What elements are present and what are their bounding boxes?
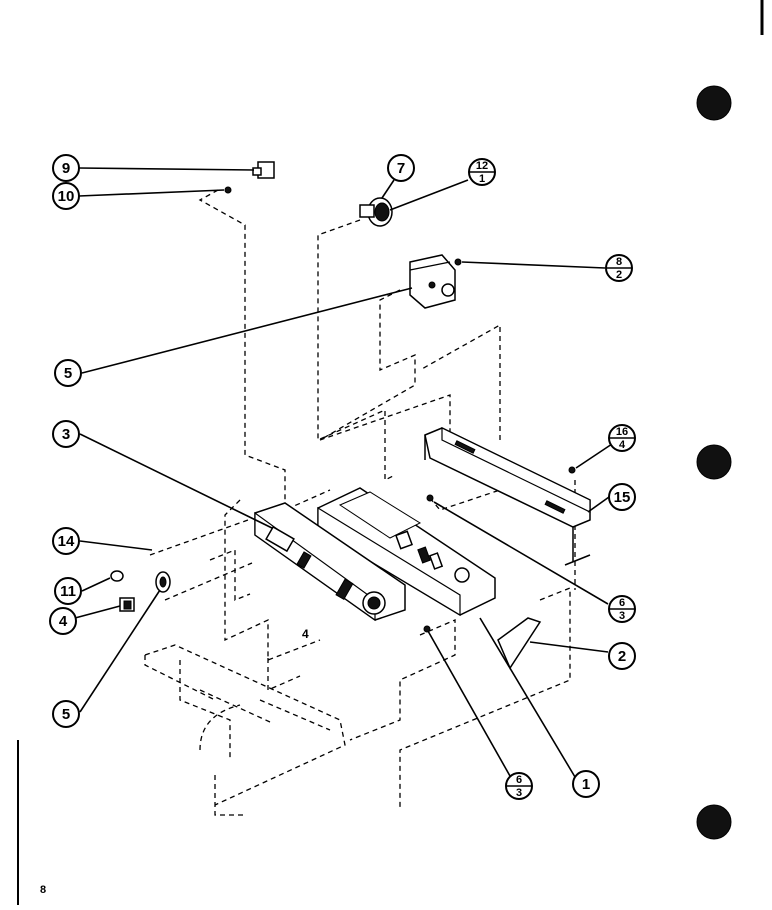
svg-text:3: 3 (62, 426, 70, 443)
callout-5: 5 (52, 700, 80, 728)
svg-text:2: 2 (618, 648, 626, 665)
svg-text:5: 5 (64, 365, 72, 382)
callout-6-3-bottom: 6 3 (505, 772, 533, 800)
svg-text:12: 12 (476, 160, 488, 172)
svg-text:8: 8 (616, 256, 622, 268)
svg-text:5: 5 (62, 706, 70, 723)
part-6-screw-lower (423, 625, 431, 633)
part-11-screw (224, 186, 232, 194)
callout-4: 4 (49, 607, 77, 635)
svg-text:3: 3 (516, 787, 522, 799)
callout-13: 11 (54, 577, 82, 605)
part-8-screw (454, 258, 462, 266)
svg-text:6: 6 (619, 597, 625, 609)
callout-10: 9 (52, 154, 80, 182)
part-16-screw (568, 466, 576, 474)
cabinet-base (144, 644, 346, 816)
part-7-timer-motor (409, 254, 456, 309)
svg-text:3: 3 (619, 610, 625, 622)
svg-text:10: 10 (58, 188, 75, 205)
callout-3: 3 (52, 420, 80, 448)
part-3-front-panel (254, 502, 406, 622)
callout-1: 1 (572, 770, 600, 798)
svg-text:14: 14 (58, 533, 75, 550)
svg-text:11: 11 (60, 583, 76, 600)
callout-15: 15 (608, 483, 636, 511)
callout-9: 7 (387, 154, 415, 182)
binder-hole-bottom (696, 804, 732, 840)
callout-12-1: 12 1 (468, 158, 496, 186)
inline-label-4: 4 (302, 627, 309, 641)
page-number: 8 (40, 884, 47, 896)
part-13-grommet (110, 570, 124, 582)
callout-8-2: 8 2 (605, 254, 633, 282)
part-1-control-housing (317, 487, 496, 617)
svg-text:4: 4 (619, 439, 626, 451)
svg-text:6: 6 (516, 774, 522, 786)
svg-text:16: 16 (616, 426, 628, 438)
callout-6-3-right: 6 3 (608, 595, 636, 623)
part-9-knob (359, 197, 393, 227)
callout-2: 2 (608, 642, 636, 670)
assembly-dashed-lines (149, 189, 576, 810)
part-6-screw-upper (426, 494, 434, 502)
svg-text:15: 15 (614, 489, 631, 506)
svg-text:1: 1 (479, 173, 485, 185)
svg-text:1: 1 (582, 776, 590, 793)
svg-text:4: 4 (59, 613, 68, 630)
part-2-trim (497, 617, 542, 670)
part-15-bracket (424, 427, 591, 566)
part-4-button (119, 597, 135, 612)
svg-text:9: 9 (62, 160, 70, 177)
callout-11: 10 (52, 182, 80, 210)
callout-7: 5 (54, 359, 82, 387)
callout-16-4: 16 4 (608, 424, 636, 452)
part-5-washer (155, 571, 171, 593)
svg-text:7: 7 (397, 160, 405, 177)
callout-14: 14 (52, 527, 80, 555)
leader-lines (74, 167, 613, 783)
svg-text:2: 2 (616, 269, 622, 281)
binder-hole-middle (696, 444, 732, 480)
part-10-switch (252, 161, 275, 179)
binder-hole-top (696, 85, 732, 121)
